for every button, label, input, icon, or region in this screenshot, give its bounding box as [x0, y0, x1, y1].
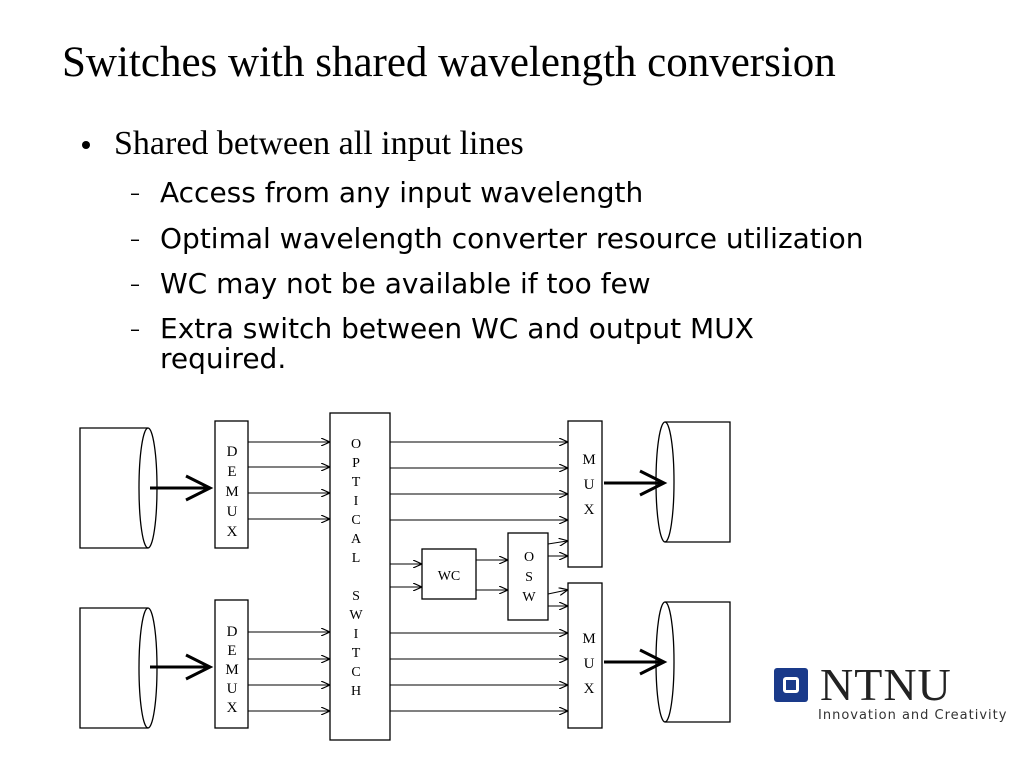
demux-bottom-to-switch-links — [248, 632, 329, 711]
ntnu-logo: NTNU Innovation and Creativity — [770, 659, 1006, 734]
demux-bottom-box — [214, 599, 249, 729]
dash: – — [130, 272, 140, 296]
osw-box — [507, 532, 549, 621]
ntnu-logo-tagline: Innovation and Creativity — [818, 708, 1008, 723]
sub-bullet-text: Access from any input wavelength — [160, 176, 644, 209]
wc-box — [421, 548, 477, 600]
demux-top-box — [214, 420, 249, 549]
ntnu-logo-text: NTNU — [820, 659, 952, 710]
output-fiber-bottom — [604, 601, 731, 723]
dash: – — [130, 181, 140, 205]
sub-bullet-text: WC may not be available if too few — [160, 267, 651, 300]
input-fiber-top — [79, 427, 214, 549]
wc-to-osw-links — [476, 560, 507, 590]
wc-label: WC — [438, 569, 461, 584]
demux-top-to-switch-links — [248, 442, 329, 519]
bullet-shared: Shared between all input lines — [82, 122, 524, 166]
bullet-dot — [82, 141, 90, 149]
optical-switch-box — [329, 412, 391, 741]
mux-top-box — [567, 420, 603, 568]
switch-to-mux-top-links — [390, 442, 567, 520]
dash: – — [130, 317, 140, 341]
bullet-text: Shared between all input lines — [114, 125, 524, 162]
switch-to-mux-bottom-links — [390, 633, 567, 711]
sub-bullet-optimal: –Optimal wavelength converter resource u… — [130, 224, 863, 254]
dash: – — [130, 227, 140, 251]
sub-bullet-access: –Access from any input wavelength — [130, 178, 643, 208]
switch-to-wc-links — [390, 564, 421, 587]
input-fiber-bottom — [79, 607, 214, 729]
mux-bottom-box — [567, 582, 603, 729]
output-fiber-top — [604, 421, 731, 543]
sub-bullet-extra-switch: –Extra switch between WC and output MUX … — [130, 314, 754, 374]
sub-bullet-text: Extra switch between WC and output MUX r… — [160, 312, 754, 375]
ntnu-logo-mark-icon — [774, 668, 808, 702]
sub-bullet-availability: –WC may not be available if too few — [130, 269, 651, 299]
osw-to-mux-links — [547, 541, 567, 606]
slide-title: Switches with shared wavelength conversi… — [62, 39, 836, 86]
sub-bullet-text: Optimal wavelength converter resource ut… — [160, 222, 864, 255]
